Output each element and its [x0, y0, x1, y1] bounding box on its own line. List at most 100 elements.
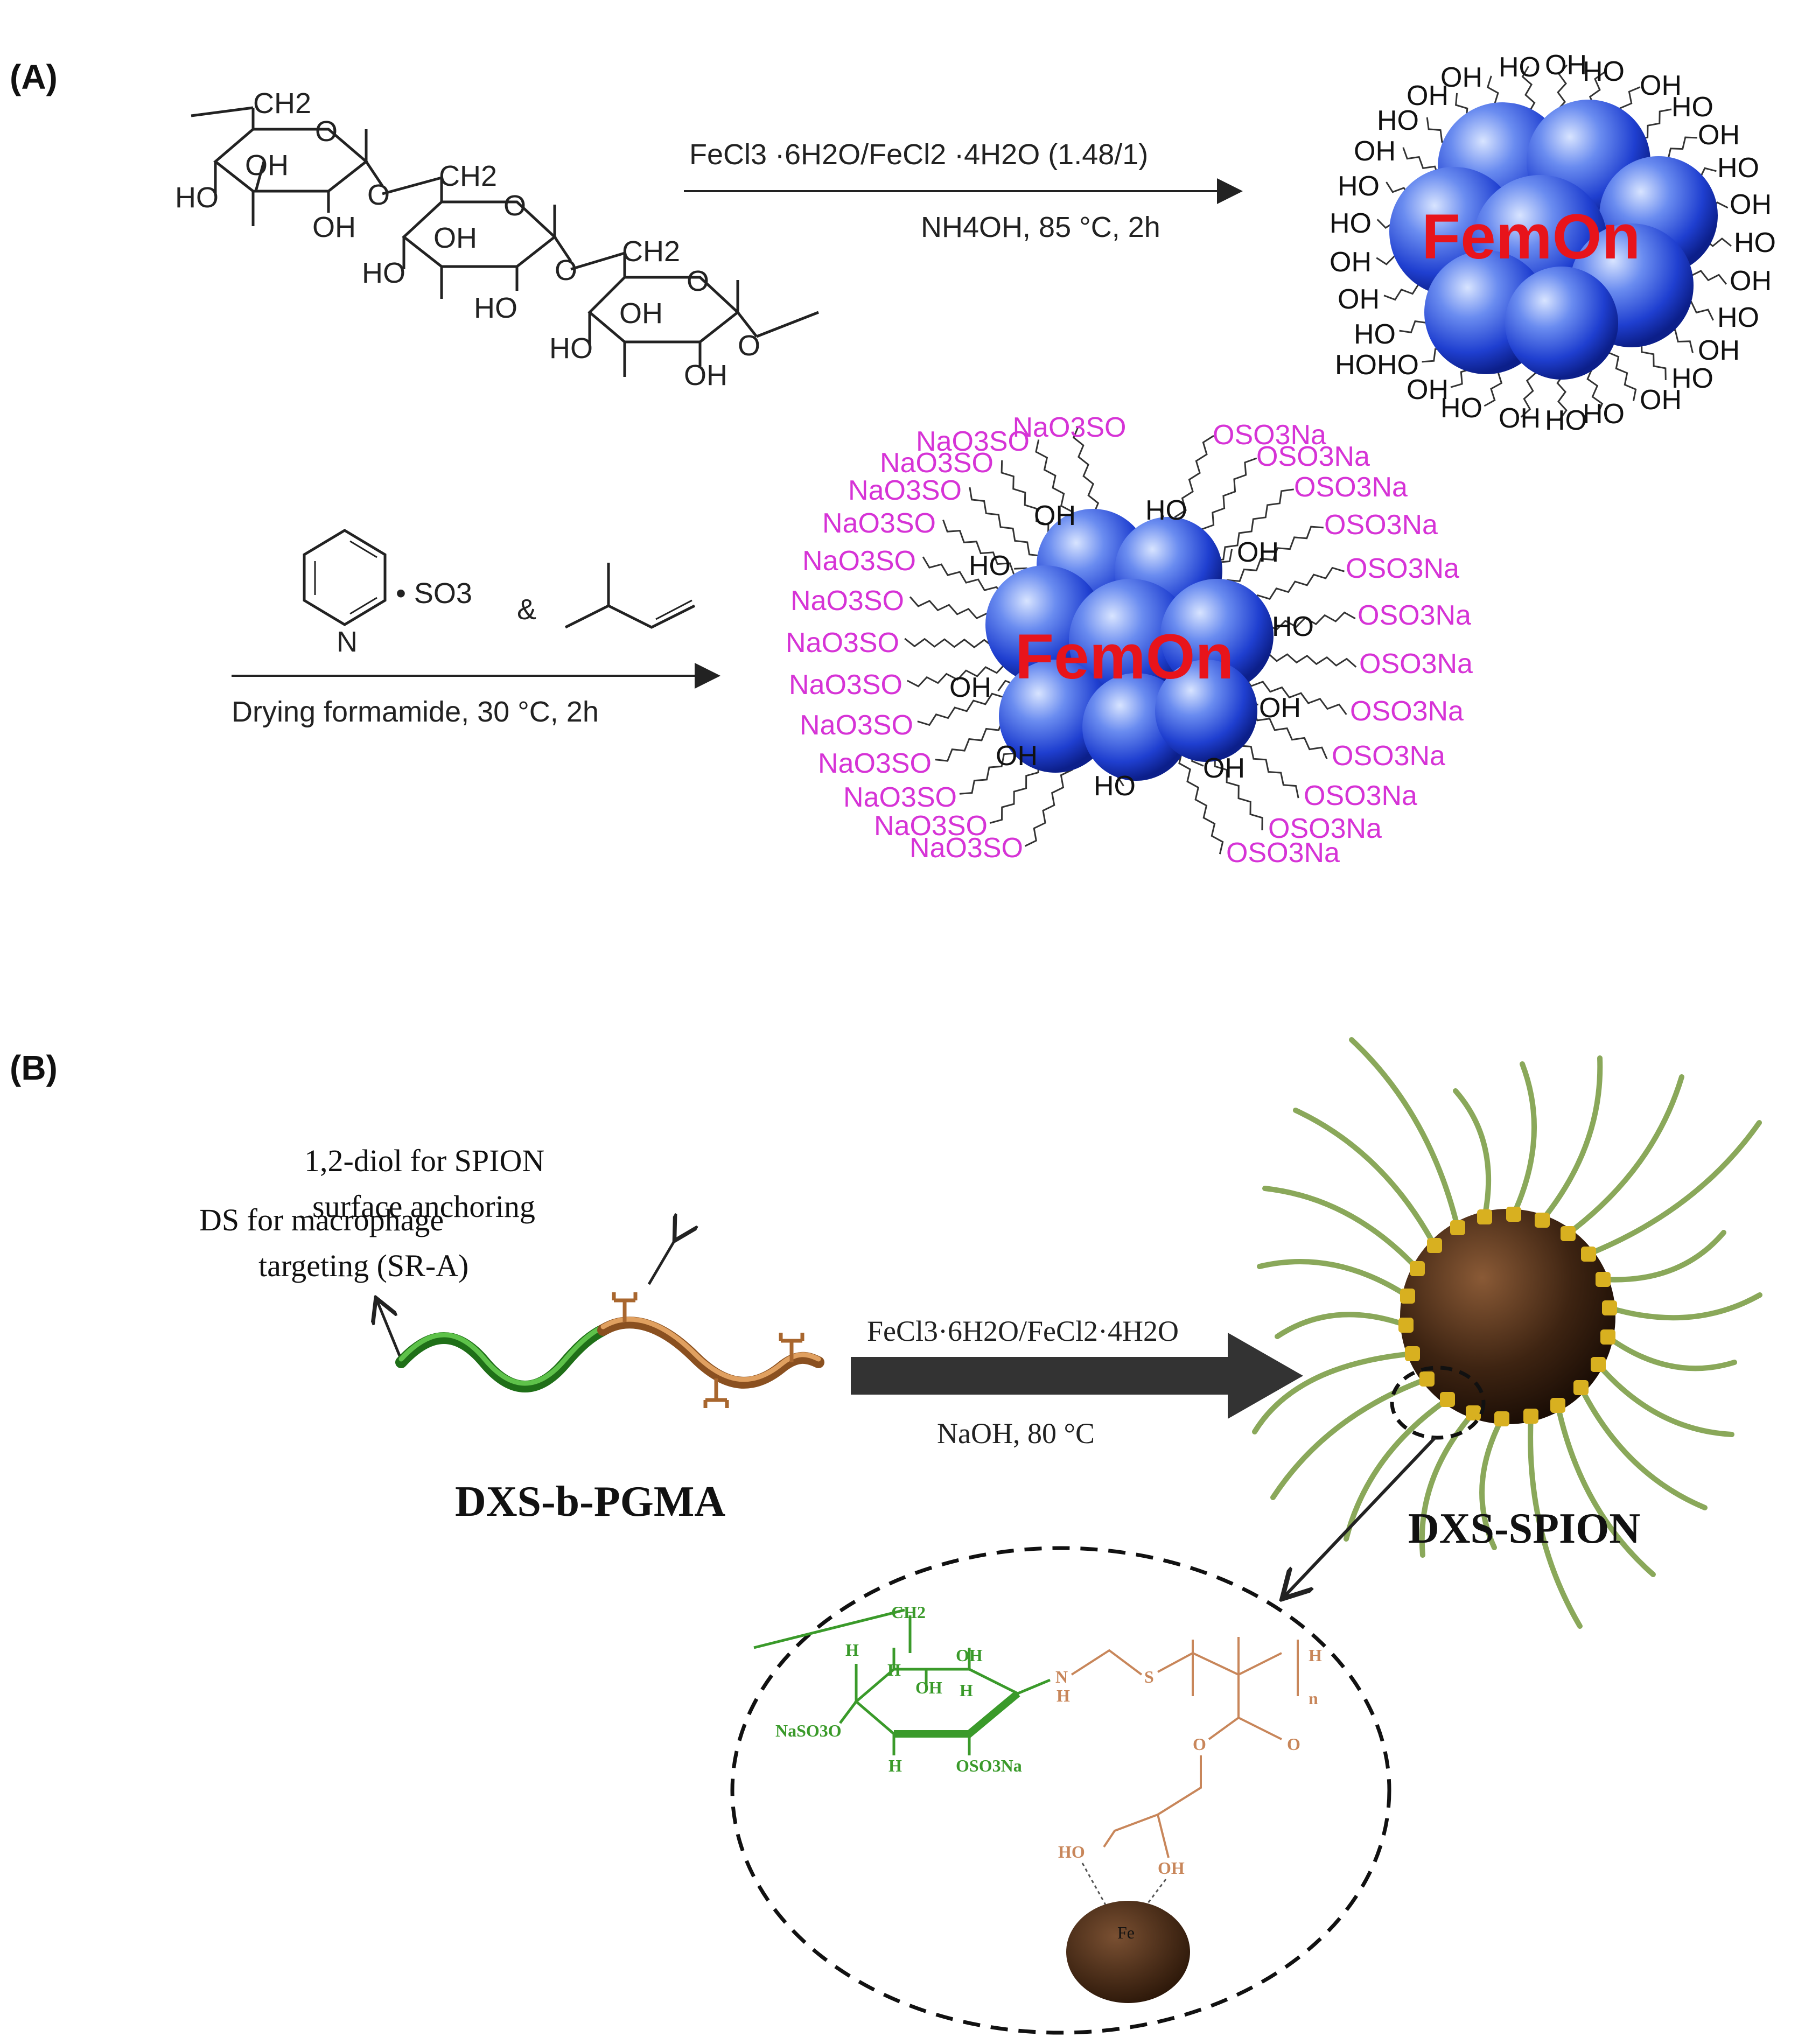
inset-n: N — [1055, 1667, 1068, 1686]
np1-group-label: HO — [1717, 152, 1759, 184]
dextran-structure: CH2 O OH HO OH O CH2 O OH HO HO O — [175, 87, 819, 391]
inset-oh: OH — [915, 1678, 942, 1697]
inset-ho: HO — [1058, 1842, 1085, 1861]
diol-annotation-line-2: surface anchoring — [312, 1189, 535, 1224]
np1-group-label: HO — [1671, 92, 1713, 123]
np2-right-group-label: OSO3Na — [1324, 509, 1438, 541]
iron-oxide-core-label-2: FemOn — [1015, 621, 1234, 692]
spion-chain — [1479, 1416, 1505, 1550]
np2-right-group-label: OSO3Na — [1346, 553, 1459, 584]
spion-chain — [1511, 1061, 1537, 1217]
reaction-1-reagents: FeCl3 ·6H2O/FeCl2 ·4H2O (1.48/1) — [689, 138, 1148, 171]
spion-anchor — [1405, 1346, 1420, 1361]
spion-anchor — [1410, 1261, 1425, 1276]
spion-chain — [1540, 1055, 1603, 1223]
iron-oxide-core-cluster — [1389, 100, 1718, 380]
link-o-label: O — [555, 254, 577, 286]
spion-chain — [1257, 1259, 1410, 1299]
spion-chain — [1600, 1230, 1726, 1283]
np2-right-group-label: OSO3Na — [1294, 472, 1408, 503]
np1-group-label: HOHO — [1335, 349, 1419, 381]
np2-left-group-label: NaO3SO — [802, 545, 916, 577]
spion-chain — [1419, 1410, 1476, 1558]
spion-chain — [1565, 1074, 1684, 1236]
panel-b-reaction-arrow — [851, 1333, 1303, 1419]
oh-label: OH — [619, 297, 663, 330]
np1-group-label: OH — [1407, 374, 1449, 405]
so3-label: • SO3 — [396, 577, 472, 610]
zoom-circle — [1390, 1366, 1486, 1440]
np2-right-group-label: OSO3Na — [1304, 780, 1417, 811]
ds-annotation-line-1: DS for macrophage — [199, 1202, 444, 1237]
np2-left-group-label: NaO3SO — [822, 508, 936, 539]
oh-label: OH — [684, 359, 727, 391]
pyridine-icon — [303, 529, 387, 626]
inset-nh-h: H — [1057, 1686, 1070, 1705]
np1-group-label: OH — [1330, 247, 1372, 278]
inset-h: H — [887, 1660, 901, 1679]
spion-anchor — [1440, 1392, 1455, 1407]
spion-anchor — [1494, 1411, 1509, 1426]
np1-group-label: HO — [1671, 363, 1713, 394]
panel-a-label: (A) — [10, 58, 58, 96]
spion-chain — [1596, 1362, 1734, 1437]
np2-oh-group-label: OH — [1034, 500, 1076, 531]
spion-anchor — [1466, 1405, 1481, 1420]
inset-oso3na: OSO3Na — [956, 1756, 1022, 1775]
polymer-name: DXS-b-PGMA — [455, 1478, 725, 1525]
np2-oh-group-label: HO — [1145, 495, 1187, 526]
np2-left-group-label: NaO3SO — [790, 585, 904, 617]
np2-right-group-label: OSO3Na — [1256, 441, 1370, 472]
spion-anchor — [1523, 1409, 1538, 1424]
np1-group-label: OH — [1730, 265, 1772, 297]
spion-chain — [1555, 1403, 1656, 1577]
np1-group-label: HO — [1330, 208, 1372, 239]
inset-ch2: CH2 — [891, 1602, 926, 1622]
pyridine-n-label: N — [337, 626, 358, 658]
oh-label: OH — [245, 149, 289, 181]
inset-oh-2: OH — [1158, 1858, 1185, 1878]
spion-anchor — [1596, 1272, 1611, 1287]
diol-annotation-line-1: 1,2-diol for SPION — [304, 1143, 544, 1178]
np2-left-group-label: NaO3SO — [910, 832, 1023, 864]
np1-group-label: OH — [1338, 284, 1380, 315]
ho-label: HO — [549, 332, 593, 365]
spion-anchor — [1561, 1226, 1576, 1241]
np1-chain — [1605, 342, 1637, 402]
np2-right-group-label: OSO3Na — [1213, 419, 1326, 451]
np2-oh-group-label: OH — [1259, 692, 1301, 724]
link-o-label: O — [738, 330, 760, 362]
np1-group-label: HO — [1338, 171, 1380, 202]
dxs-spion-particle — [1252, 1037, 1762, 1629]
spion-chain — [1344, 1397, 1450, 1542]
np2-right-group-label: OSO3Na — [1358, 600, 1471, 631]
np1-group-label: OH — [1407, 80, 1449, 111]
spion-anchor — [1400, 1289, 1415, 1304]
np2-right-group-label: OSO3Na — [1350, 696, 1464, 727]
np1-group-label: OH — [1640, 384, 1682, 416]
np2-left-group-label: NaO3SO — [848, 475, 962, 506]
np2-left-group-label: NaO3SO — [874, 810, 988, 842]
np1-group-label: HO — [1499, 52, 1541, 83]
ch2-label: CH2 — [439, 160, 497, 192]
spion-anchor — [1419, 1371, 1435, 1387]
spion-chain — [1605, 1334, 1737, 1371]
np1-group-label: HO — [1545, 405, 1587, 436]
spion-anchor — [1427, 1238, 1442, 1253]
inset-ellipse — [730, 1546, 1391, 2035]
spion-anchor — [1535, 1213, 1550, 1228]
np2-left-group-label: NaO3SO — [1013, 412, 1127, 443]
inset-fe: Fe — [1117, 1923, 1135, 1942]
inset-carbonyl-o: O — [1287, 1734, 1300, 1754]
np2-left-group-label: NaO3SO — [789, 669, 902, 701]
inset-h: H — [960, 1681, 973, 1700]
np1-group-label: HO — [1440, 393, 1482, 424]
np1-group-label: HO — [1354, 319, 1396, 350]
ho-label: HO — [175, 181, 219, 214]
oh-label: OH — [312, 211, 356, 243]
np1-group-label: OH — [1354, 136, 1396, 167]
np2-right-group-label: OSO3Na — [1332, 740, 1445, 772]
np2-left-group-label: NaO3SO — [800, 710, 913, 741]
